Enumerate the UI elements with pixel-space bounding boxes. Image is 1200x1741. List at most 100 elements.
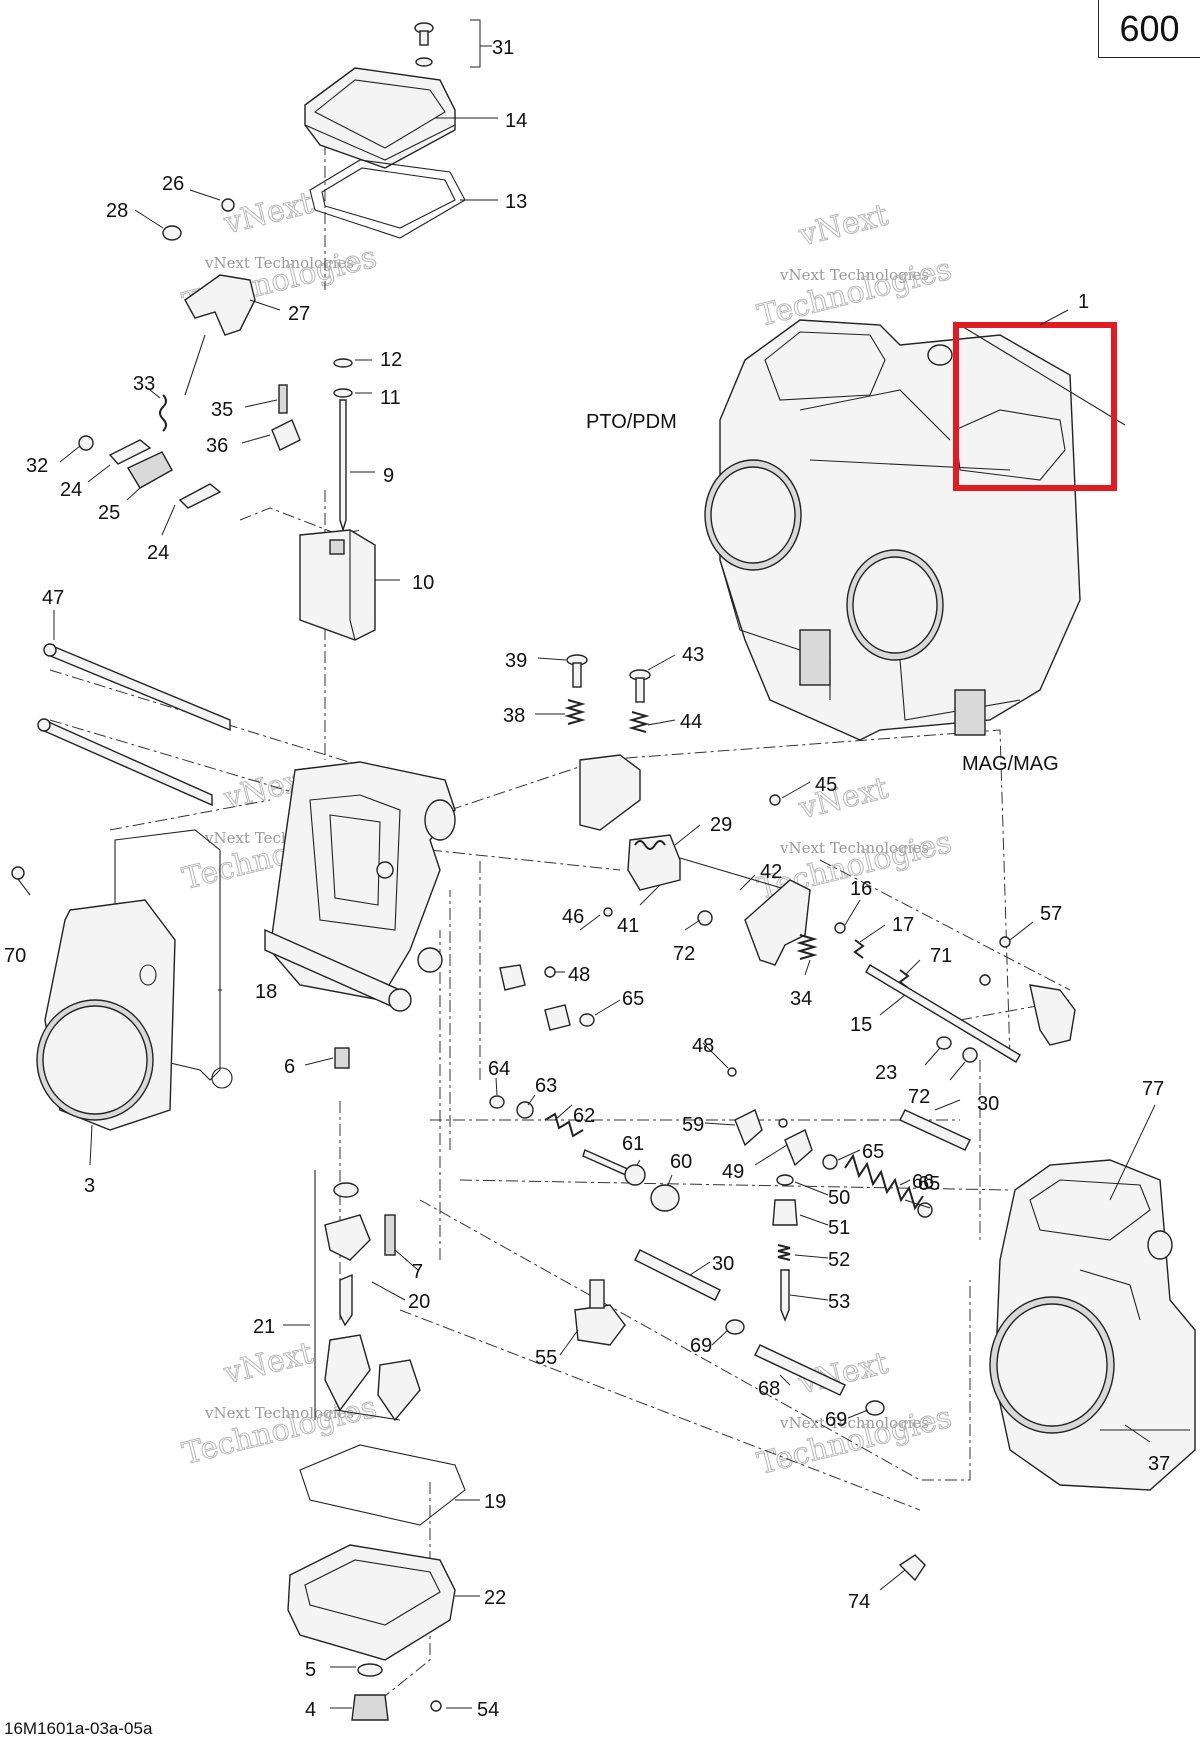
callout-label: 4 <box>305 1699 316 1721</box>
callout-label: 33 <box>133 373 155 395</box>
top-cover-group <box>304 22 466 239</box>
hose-68-icon <box>754 1344 846 1396</box>
callout-label: 72 <box>673 943 695 965</box>
washer-65-c-icon <box>917 1202 933 1218</box>
callout-label: 30 <box>977 1093 999 1115</box>
bracket-right-icon <box>1029 984 1076 1046</box>
callout-label: 24 <box>60 479 82 501</box>
plate-24-lower-icon <box>178 483 222 509</box>
tee-55-icon <box>574 1304 626 1346</box>
lever-27-icon <box>184 274 256 336</box>
callout-label: 62 <box>573 1105 595 1127</box>
spring-52-icon <box>777 1244 791 1261</box>
callout-label: 39 <box>505 650 527 672</box>
callout-label: 65 <box>918 1173 940 1195</box>
callout-label: 63 <box>535 1075 557 1097</box>
choke-group <box>489 964 971 1582</box>
callout-label: 44 <box>680 711 702 733</box>
float-bowl-22-icon <box>287 1544 456 1661</box>
spring-44-icon <box>628 711 650 733</box>
shaft-15-icon <box>865 964 1021 1063</box>
watermark-text: vNext Technologies <box>779 839 929 857</box>
nut-50-icon <box>776 1174 794 1186</box>
callout-label: 48 <box>568 964 590 986</box>
watermark-text: vNext Technologies <box>779 1414 929 1432</box>
callout-label: 41 <box>617 915 639 937</box>
needle-9-icon <box>339 399 347 533</box>
watermark-vnext: vNext <box>795 771 892 827</box>
screw-43-icon <box>629 669 651 703</box>
callout-label: 27 <box>288 303 310 325</box>
callout-label: 19 <box>484 1491 506 1513</box>
bracket-icon <box>579 754 641 831</box>
callout-label: 11 <box>380 387 401 409</box>
callout-label: 18 <box>255 981 277 1003</box>
nut-26-icon <box>221 198 235 212</box>
clip-32-icon <box>78 435 94 451</box>
callout-label: 14 <box>505 110 527 132</box>
callout-label: 34 <box>790 988 812 1010</box>
washer-63-icon <box>516 1101 534 1119</box>
callout-label: 53 <box>828 1291 850 1313</box>
callout-label: 47 <box>42 587 64 609</box>
clip-23-icon <box>936 1036 952 1050</box>
callout-label: 16 <box>850 878 872 900</box>
watermark-text: vNext Technologies <box>204 254 354 272</box>
spring-17-icon <box>853 939 865 959</box>
callout-label: 64 <box>488 1058 510 1080</box>
callout-label: 69 <box>825 1409 847 1431</box>
watermark-tech: Technologies <box>179 1390 380 1472</box>
watermark-text: vNext Technologies <box>204 1404 354 1422</box>
watermark-text: vNext Technologies <box>779 266 929 284</box>
callout-label: 61 <box>622 1133 644 1155</box>
callout-label: 48 <box>692 1035 714 1057</box>
callout-label: 70 <box>4 945 26 967</box>
bracket-36-icon <box>271 419 301 451</box>
screw-48-icon <box>544 966 556 978</box>
callout-label: 28 <box>106 200 128 222</box>
spring-66-icon <box>844 1153 924 1211</box>
rod-30-upper-icon <box>899 1109 971 1151</box>
callout-label: 66 <box>912 1171 934 1193</box>
callout-label: 32 <box>26 455 48 477</box>
cam-29-icon <box>627 834 681 891</box>
carb-body-icon <box>264 761 456 1012</box>
spring-34-icon <box>796 934 818 960</box>
callout-label: 23 <box>875 1062 897 1084</box>
callout-label: 68 <box>758 1378 780 1400</box>
spring-62-icon <box>544 1112 584 1138</box>
screw-54-icon <box>430 1700 442 1712</box>
callout-label: 25 <box>98 502 120 524</box>
callout-label: 46 <box>562 906 584 928</box>
callout-label: 22 <box>484 1587 506 1609</box>
jet-6-icon <box>334 1047 350 1069</box>
throttle-lever-icon <box>744 879 811 966</box>
o-ring-64-icon <box>489 1095 505 1109</box>
callout-label: 5 <box>305 1659 316 1681</box>
spring-33-icon <box>159 394 167 432</box>
callout-label: 12 <box>380 349 402 371</box>
clamp-69-icon <box>725 1319 745 1335</box>
link-25-icon <box>127 451 173 489</box>
callout-label: 30 <box>712 1253 734 1275</box>
callout-label: 24 <box>147 542 169 564</box>
callout-label: 49 <box>722 1161 744 1183</box>
cap-74-icon <box>898 1554 926 1582</box>
intake-adaptor-group <box>11 829 233 1131</box>
page-number: 600 <box>1119 7 1180 49</box>
page-number-badge: 600 <box>1098 0 1200 58</box>
callout-label: 26 <box>162 173 184 195</box>
spring-38-icon <box>564 699 586 725</box>
callout-label: 13 <box>505 191 527 213</box>
needle-valve-icon <box>339 1273 353 1327</box>
drawing-code: 16M1601a-03a-05a <box>4 1719 153 1738</box>
watermark-vnext: vNext <box>795 198 892 254</box>
screw-48-b-icon <box>727 1067 737 1077</box>
washer-65-b-icon <box>822 1154 838 1170</box>
screw-31-icon <box>414 22 434 67</box>
callout-label: 3 <box>84 1175 95 1197</box>
leader-lines <box>53 19 1156 1709</box>
callout-label: 71 <box>930 945 952 967</box>
fitting-51-icon <box>772 1199 798 1226</box>
callout-label: 45 <box>815 774 837 796</box>
